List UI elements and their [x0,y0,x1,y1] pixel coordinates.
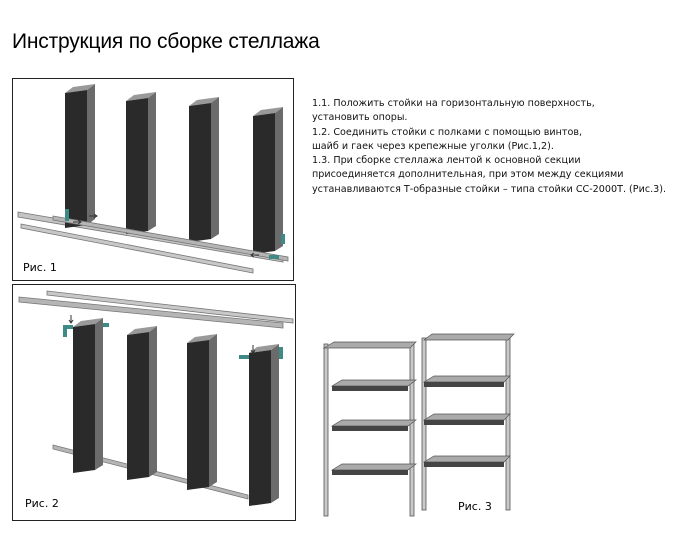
upright-3 [187,334,217,490]
figure-1-drawing [17,84,289,274]
figure-3: Рис. 3 [318,330,528,522]
figure-2-drawing [18,290,294,506]
post [323,343,329,517]
upright-4 [253,107,283,254]
figure-2: Рис. 2 [12,284,296,521]
arrow-icon [250,252,259,258]
bracket-icon [279,347,283,359]
upright-4 [249,344,279,506]
instruction-line: 1.2. Соединить стойки с полками с помощь… [312,126,583,138]
instruction-line: установить опоры. [312,112,408,124]
arrow-icon [250,345,256,354]
instruction-line: устанавливаются Т-образные стойки – типа… [312,183,667,195]
bracket-icon [281,234,285,244]
figure-1: Рис. 1 [12,78,294,281]
post [505,337,511,511]
shelf [322,341,417,349]
figure-2-caption: Рис. 2 [25,497,59,510]
instruction-line: шайб и гаек через крепежные уголки (Рис.… [312,140,554,152]
upright-2 [127,326,157,480]
instruction-line: 1.1. Положить стойки на горизонтальную п… [312,98,595,109]
arrow-icon [73,219,82,225]
bracket-icon [65,209,69,221]
arrow-icon [68,315,74,324]
upright-2 [126,92,156,234]
upright-1 [65,84,95,228]
bracket-icon [63,325,73,329]
instruction-line: 1.3. При сборке стеллажа лентой к основн… [312,155,581,167]
shelf [422,413,511,421]
shelf [422,375,511,383]
figure-1-caption: Рис. 1 [23,261,57,274]
bracket-icon [103,323,109,327]
rail-top-1 [18,296,284,329]
upright-3 [189,97,219,242]
upright-1 [73,318,103,473]
rail-front-1 [52,215,289,262]
shelf [330,463,418,471]
page-title: Инструкция по сборке стеллажа [12,30,320,53]
assembly-instructions: 1.1. Положить стойки на горизонтальную п… [312,97,672,197]
arrow-icon [89,213,98,219]
post [409,343,415,517]
shelf [330,379,418,387]
shelf [422,333,515,341]
instruction-line: присоединяется дополнительная, при этом … [312,169,624,181]
figure-3-drawing [322,333,515,517]
shelf [330,419,418,427]
rail-top-2 [46,290,294,324]
shelf [422,455,511,463]
bracket-icon [63,325,67,337]
bracket-icon [239,355,249,359]
figure-3-caption: Рис. 3 [458,500,492,513]
rail-front-2 [20,223,254,274]
bracket-icon [269,255,279,259]
